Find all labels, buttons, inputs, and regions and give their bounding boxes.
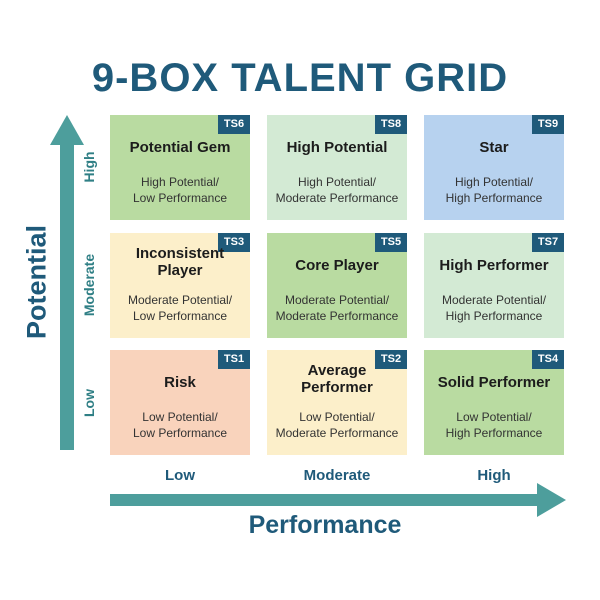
cell-description: Low Potential/ Moderate Performance	[275, 410, 399, 440]
cell-description: Moderate Potential/ Moderate Performance	[275, 293, 399, 323]
cell-description: High Potential/ High Performance	[445, 175, 543, 205]
cell-title: Average Performer	[301, 362, 373, 396]
cell-title: Risk	[164, 374, 196, 391]
page-title: 9-BOX TALENT GRID	[91, 56, 509, 100]
y-axis-arrow	[50, 115, 84, 450]
cell-code-badge: TS5	[375, 233, 407, 252]
cell-title: Solid Performer	[437, 374, 551, 391]
cell-description: High Potential/ Moderate Performance	[275, 175, 399, 205]
cell-code-badge: TS4	[532, 350, 564, 369]
cell-code-badge: TS3	[218, 233, 250, 252]
cell-title: Potential Gem	[129, 139, 231, 156]
cell-title: High Performer	[439, 257, 549, 274]
x-axis-label-low: Low	[165, 467, 195, 484]
cell-code-badge: TS9	[532, 115, 564, 134]
cell-code-badge: TS2	[375, 350, 407, 369]
grid-cell-ts1: TS1 Risk Low Potential/ Low Performance	[110, 350, 250, 455]
grid-cell-ts6: TS6 Potential Gem High Potential/ Low Pe…	[110, 115, 250, 220]
grid-cell-ts3: TS3 Inconsistent Player Moderate Potenti…	[110, 233, 250, 338]
x-axis-label-moderate: Moderate	[303, 467, 371, 484]
grid-cell-ts2: TS2 Average Performer Low Potential/ Mod…	[267, 350, 407, 455]
cell-code-badge: TS1	[218, 350, 250, 369]
cell-description: Moderate Potential/ High Performance	[441, 293, 547, 323]
grid-cell-ts4: TS4 Solid Performer Low Potential/ High …	[424, 350, 564, 455]
grid-cell-ts7: TS7 High Performer Moderate Potential/ H…	[424, 233, 564, 338]
cell-title: High Potential	[286, 139, 388, 156]
x-axis-label-high: High	[477, 467, 511, 484]
cell-description: Low Potential/ High Performance	[445, 410, 543, 440]
cell-title: Star	[479, 139, 509, 156]
cell-description: Moderate Potential/ Low Performance	[127, 293, 233, 323]
cell-code-badge: TS6	[218, 115, 250, 134]
cell-code-badge: TS7	[532, 233, 564, 252]
cell-title: Core Player	[295, 257, 379, 274]
x-axis-title: Performance	[248, 511, 402, 539]
cell-code-badge: TS8	[375, 115, 407, 134]
x-axis-arrow	[110, 483, 566, 517]
grid-cell-ts9: TS9 Star High Potential/ High Performanc…	[424, 115, 564, 220]
cell-description: High Potential/ Low Performance	[132, 175, 228, 205]
cell-description: Low Potential/ Low Performance	[132, 410, 228, 440]
grid-cell-ts8: TS8 High Potential High Potential/ Moder…	[267, 115, 407, 220]
cell-title: Inconsistent Player	[135, 245, 225, 279]
grid-cell-ts5: TS5 Core Player Moderate Potential/ Mode…	[267, 233, 407, 338]
